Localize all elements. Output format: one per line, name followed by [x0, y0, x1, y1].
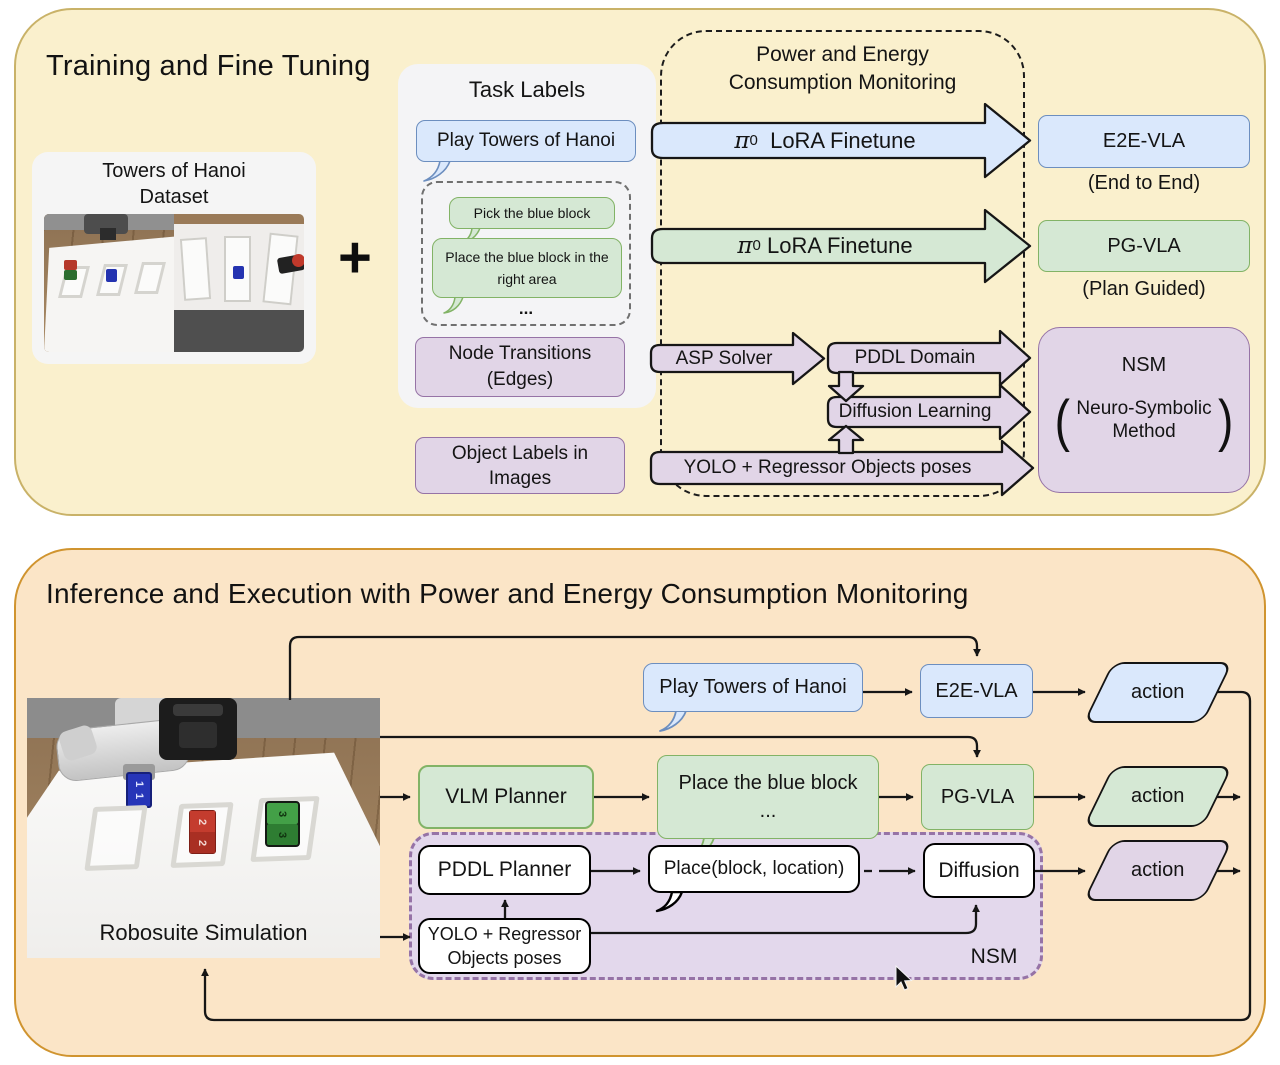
pddl-to-diffusion-arrow — [827, 370, 865, 403]
plus-sign: + — [338, 225, 372, 290]
inference-title: Inference and Execution with Power and E… — [46, 578, 969, 609]
pddl-domain-label: PDDL Domain — [854, 347, 976, 368]
play-towers-bubble: Play Towers of Hanoi — [416, 120, 636, 162]
lora-blue-block-arrow — [650, 102, 1032, 179]
towers-of-hanoi-dataset-image — [44, 214, 304, 352]
place-blue-block-bubble-inference: Place the blue block ... — [657, 755, 879, 839]
e2e-vla-subtitle: (End to End) — [1087, 172, 1201, 194]
mini-green-block — [64, 270, 77, 280]
action-feedback-loop-line — [201, 690, 1252, 1022]
mini-blue-block — [106, 269, 117, 282]
lora-green-block-arrow — [650, 208, 1032, 284]
pg-vla-inference-box: PG-VLA — [921, 764, 1034, 830]
diffusion-learning-block-arrow — [826, 383, 1032, 441]
place-bubble-tail — [443, 296, 464, 314]
e2e-vla-box: E2E-VLA — [1038, 115, 1250, 168]
yolo-to-diffusion-learning-arrow — [827, 424, 865, 455]
blue-block: 1 1 — [126, 772, 152, 808]
yolo-to-diffusion-line — [591, 904, 980, 935]
mouse-cursor — [895, 964, 913, 991]
yolo-regressor-label: YOLO + Regressor Objects poses — [683, 457, 972, 478]
task-ellipsis: ... — [518, 299, 534, 318]
e2e-vla-inference-box: E2E-VLA — [920, 664, 1033, 718]
task-labels-title: Task Labels — [468, 77, 586, 102]
asp-solver-block-arrow — [649, 331, 826, 386]
sim-caption: Robosuite Simulation — [99, 920, 308, 945]
pi-symbol-2: π — [737, 232, 753, 259]
object-labels-box: Object Labels in Images — [415, 437, 625, 494]
sim-to-pg-line — [380, 735, 981, 758]
pg-vla-box: PG-VLA — [1038, 220, 1250, 272]
mini-blue-block-2 — [233, 266, 244, 279]
monitor-title-line1: Power and Energy — [756, 43, 929, 66]
yolo-regressor-block-arrow — [649, 439, 1035, 497]
place-blue-block-bubble: Place the blue block in the right area — [432, 238, 622, 298]
pddl-domain-block-arrow — [826, 329, 1032, 387]
play-bubble2-tail — [659, 710, 687, 732]
robosuite-simulation-image: 1 1 2 2 3 3 Robosuite Simulation — [27, 698, 380, 958]
diffusion-box: Diffusion — [923, 843, 1035, 898]
nsm-box-title: NSM — [1121, 354, 1167, 376]
pddl-planner-box: PDDL Planner — [418, 845, 591, 895]
subtask-dashed-group — [421, 181, 631, 326]
green-block: 3 3 — [265, 801, 300, 847]
pick-blue-block-bubble: Pick the blue block — [449, 197, 615, 229]
red-block: 2 2 — [189, 810, 216, 854]
monitor-title-line2: Consumption Monitoring — [728, 71, 957, 94]
plan-step-bubble: Place(block, location) — [648, 845, 860, 893]
sim-to-e2e-line — [288, 635, 981, 700]
mini-red-block — [64, 260, 77, 270]
nsm-paren-group: ( Neuro-Symbolic Method ) — [1054, 387, 1234, 453]
pi-symbol: π — [734, 127, 750, 154]
dataset-title-line1: Towers of Hanoi — [102, 159, 246, 182]
nsm-container-label: NSM — [970, 945, 1018, 968]
plan-bubble-tail — [655, 890, 684, 913]
dataset-title-line2: Dataset — [139, 185, 209, 208]
pg-vla-subtitle: (Plan Guided) — [1082, 278, 1206, 300]
dataset-left-view — [44, 214, 174, 352]
nsm-box: NSM ( Neuro-Symbolic Method ) — [1038, 327, 1250, 493]
dataset-right-view — [174, 214, 304, 352]
mini-red-wheel — [292, 254, 304, 267]
play-bubble-tail — [423, 160, 451, 182]
node-transitions-box: Node Transitions (Edges) — [415, 337, 625, 397]
training-title: Training and Fine Tuning — [46, 50, 371, 82]
asp-solver-label: ASP Solver — [675, 347, 773, 369]
yolo-regressor-inference-box: YOLO + Regressor Objects poses — [418, 918, 591, 974]
play-towers-bubble-inference: Play Towers of Hanoi — [643, 663, 863, 712]
diffusion-learning-label: Diffusion Learning — [838, 401, 992, 422]
vlm-planner-box: VLM Planner — [418, 765, 594, 829]
